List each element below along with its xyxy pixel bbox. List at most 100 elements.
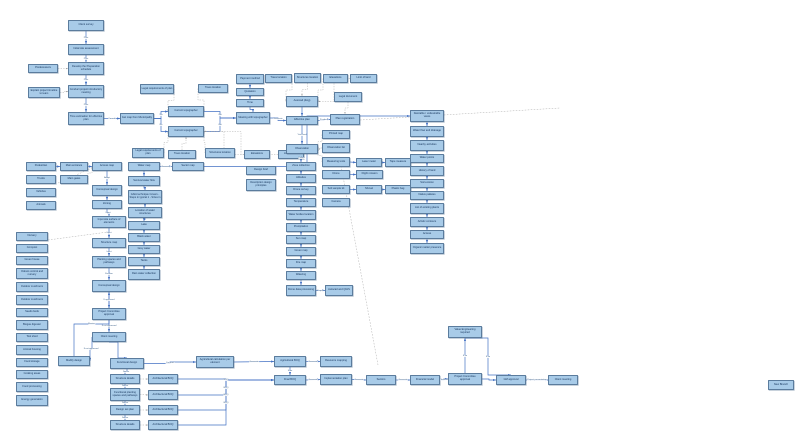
flow-node[interactable]: Develop the Preparation schedule [68,62,104,75]
flow-node[interactable]: Native palletes [410,191,444,200]
flow-node[interactable]: Laser meter [356,158,382,167]
flow-node[interactable]: Design brief [246,166,276,175]
flow-node[interactable]: Vehicles [26,188,56,197]
flow-node[interactable]: Survival water flow [128,176,160,186]
flow-node[interactable]: Black water [128,233,160,242]
flow-node[interactable]: Client meeting [548,375,578,385]
flow-node[interactable]: Structure details [110,374,140,384]
flow-node[interactable]: Food storage [16,358,48,367]
flow-node[interactable]: Resource mapping [320,356,352,367]
flow-node[interactable]: Odours control and nursery [16,268,48,279]
flow-node[interactable]: Client meeting [92,332,126,342]
flow-node[interactable]: Legal requirements of plan [140,84,174,94]
flow-node[interactable]: Description design principles [246,179,276,191]
flow-node[interactable]: Drone survey [286,186,316,195]
flow-node[interactable]: Current topographer [168,126,204,137]
flow-node[interactable]: Current topographer [168,106,204,117]
flow-node[interactable]: Input site surface of elements [92,216,126,228]
flow-node[interactable]: History of land [410,166,444,176]
flow-node[interactable]: Animals [26,201,56,210]
flow-node[interactable]: Tanks [128,257,160,266]
flow-node[interactable]: List of existing plants [410,203,444,214]
flow-node[interactable]: Soil erosion [410,179,444,188]
flow-node[interactable]: Quotation [236,88,264,96]
flow-node[interactable]: Client survey [68,20,104,31]
flow-node[interactable]: Desirable / undesirable views [410,110,444,122]
flow-node[interactable]: Effective plan [286,116,318,125]
flow-node[interactable]: Observation [286,144,318,154]
flow-node[interactable]: Altitudes [286,174,316,183]
flow-node[interactable]: Observation list [322,143,350,153]
flow-node[interactable]: Modify design [58,356,90,366]
flow-node[interactable]: Access map [92,162,122,171]
flow-node[interactable]: Zone collection [286,162,316,171]
flow-node[interactable]: Tape measure [385,158,411,167]
flow-node[interactable]: New Branch [768,380,794,390]
flow-node[interactable]: Artistic contours [410,217,444,227]
flow-node[interactable]: Trees location [265,74,292,83]
flow-node[interactable]: Project Committee approval [92,308,126,320]
flow-node[interactable]: Pedestrian [26,162,56,171]
flow-node[interactable]: Planting spaces and pathways [92,256,126,268]
flow-node[interactable]: Sector map [172,162,204,171]
flow-node[interactable]: Agricultural BOQ [274,356,306,367]
flow-node[interactable]: Architectural BOQ [148,405,178,415]
flow-node[interactable]: Printed map [322,130,350,139]
flow-node[interactable]: Outdoor mushroom [16,282,48,292]
flow-node[interactable]: Cooking areas [16,370,48,379]
flow-node[interactable]: Conceptual design [92,185,122,196]
flow-node[interactable]: Elevations [244,150,270,159]
flow-node[interactable]: Drone data processing [286,285,316,296]
flow-node[interactable]: Time estimation for effective plan [68,112,104,125]
flow-node[interactable]: Food processing [16,382,48,392]
flow-node[interactable]: Water points [410,154,444,163]
flow-node[interactable]: Functional planting spaces and pathways [110,388,140,401]
flow-node[interactable]: Drone [322,170,350,179]
flow-node[interactable]: Project Committee approval [448,373,482,385]
flow-node[interactable]: Access [410,230,444,239]
flow-node[interactable]: Tool shed [16,333,48,342]
flow-node[interactable]: Sun map [286,235,316,244]
flow-node[interactable]: Conduct project introductory meeting [68,85,104,98]
flow-node[interactable]: Structure details [110,420,140,430]
flow-node[interactable]: Soil sample kit [322,185,350,194]
flow-node[interactable]: Get map from Municipality [120,113,154,124]
flow-node[interactable]: Organic matter presence [410,243,444,254]
flow-node[interactable]: Explain project timeline to team [28,87,60,98]
flow-node[interactable]: Structure map [92,238,126,248]
flow-node[interactable]: Structures location [205,148,235,158]
flow-node[interactable]: Green map [286,247,316,256]
flow-node[interactable]: Architectural BOQ [148,374,178,384]
flow-node[interactable]: Lake [128,221,160,230]
flow-node[interactable]: Temperature [286,198,316,207]
flow-node[interactable]: Watering [286,271,316,280]
flow-node[interactable]: Payment method [236,74,264,84]
flow-node[interactable]: Compost [16,244,48,253]
flow-node[interactable]: Energy generation [16,395,48,406]
flow-node[interactable]: Trucks [26,175,56,184]
flow-node[interactable]: Precipitation [286,223,316,232]
flow-node[interactable]: Trees location [168,150,196,159]
flow-node[interactable]: Nursery [16,232,48,241]
flow-node[interactable]: Rain water collection [128,269,160,280]
flow-node[interactable]: Fire map [286,259,316,268]
flow-node[interactable]: Architectural BOQ [148,420,178,430]
flow-node[interactable]: Final BOQ [274,375,306,385]
flow-node[interactable]: Conceptual design [92,280,126,292]
flow-node[interactable]: Biogas digester [16,320,48,330]
flow-node[interactable]: Grey water [128,245,160,254]
flow-node[interactable]: GAIA technique Covers - Steps in typical… [128,190,162,204]
flow-node[interactable]: Outdoor mushroom [16,295,48,305]
flow-node[interactable]: Plastic bag [385,185,411,194]
flow-node[interactable]: Predecessors [28,64,58,73]
flow-node[interactable]: Plan registration [330,114,360,125]
flow-node[interactable]: Autocad (dwg) [286,96,318,107]
flow-node[interactable]: Structures location [294,73,321,83]
flow-node[interactable]: Trees location [198,84,228,93]
flow-node[interactable]: Time [236,99,264,107]
flow-node[interactable]: Legal requirements of plan [132,148,164,158]
flow-node[interactable]: Agricultural calculation per element [196,356,234,368]
flow-node[interactable]: Flight mission [356,170,383,179]
flow-node[interactable]: Initial site assessment [68,44,104,55]
flow-node[interactable]: Camera [322,198,350,207]
